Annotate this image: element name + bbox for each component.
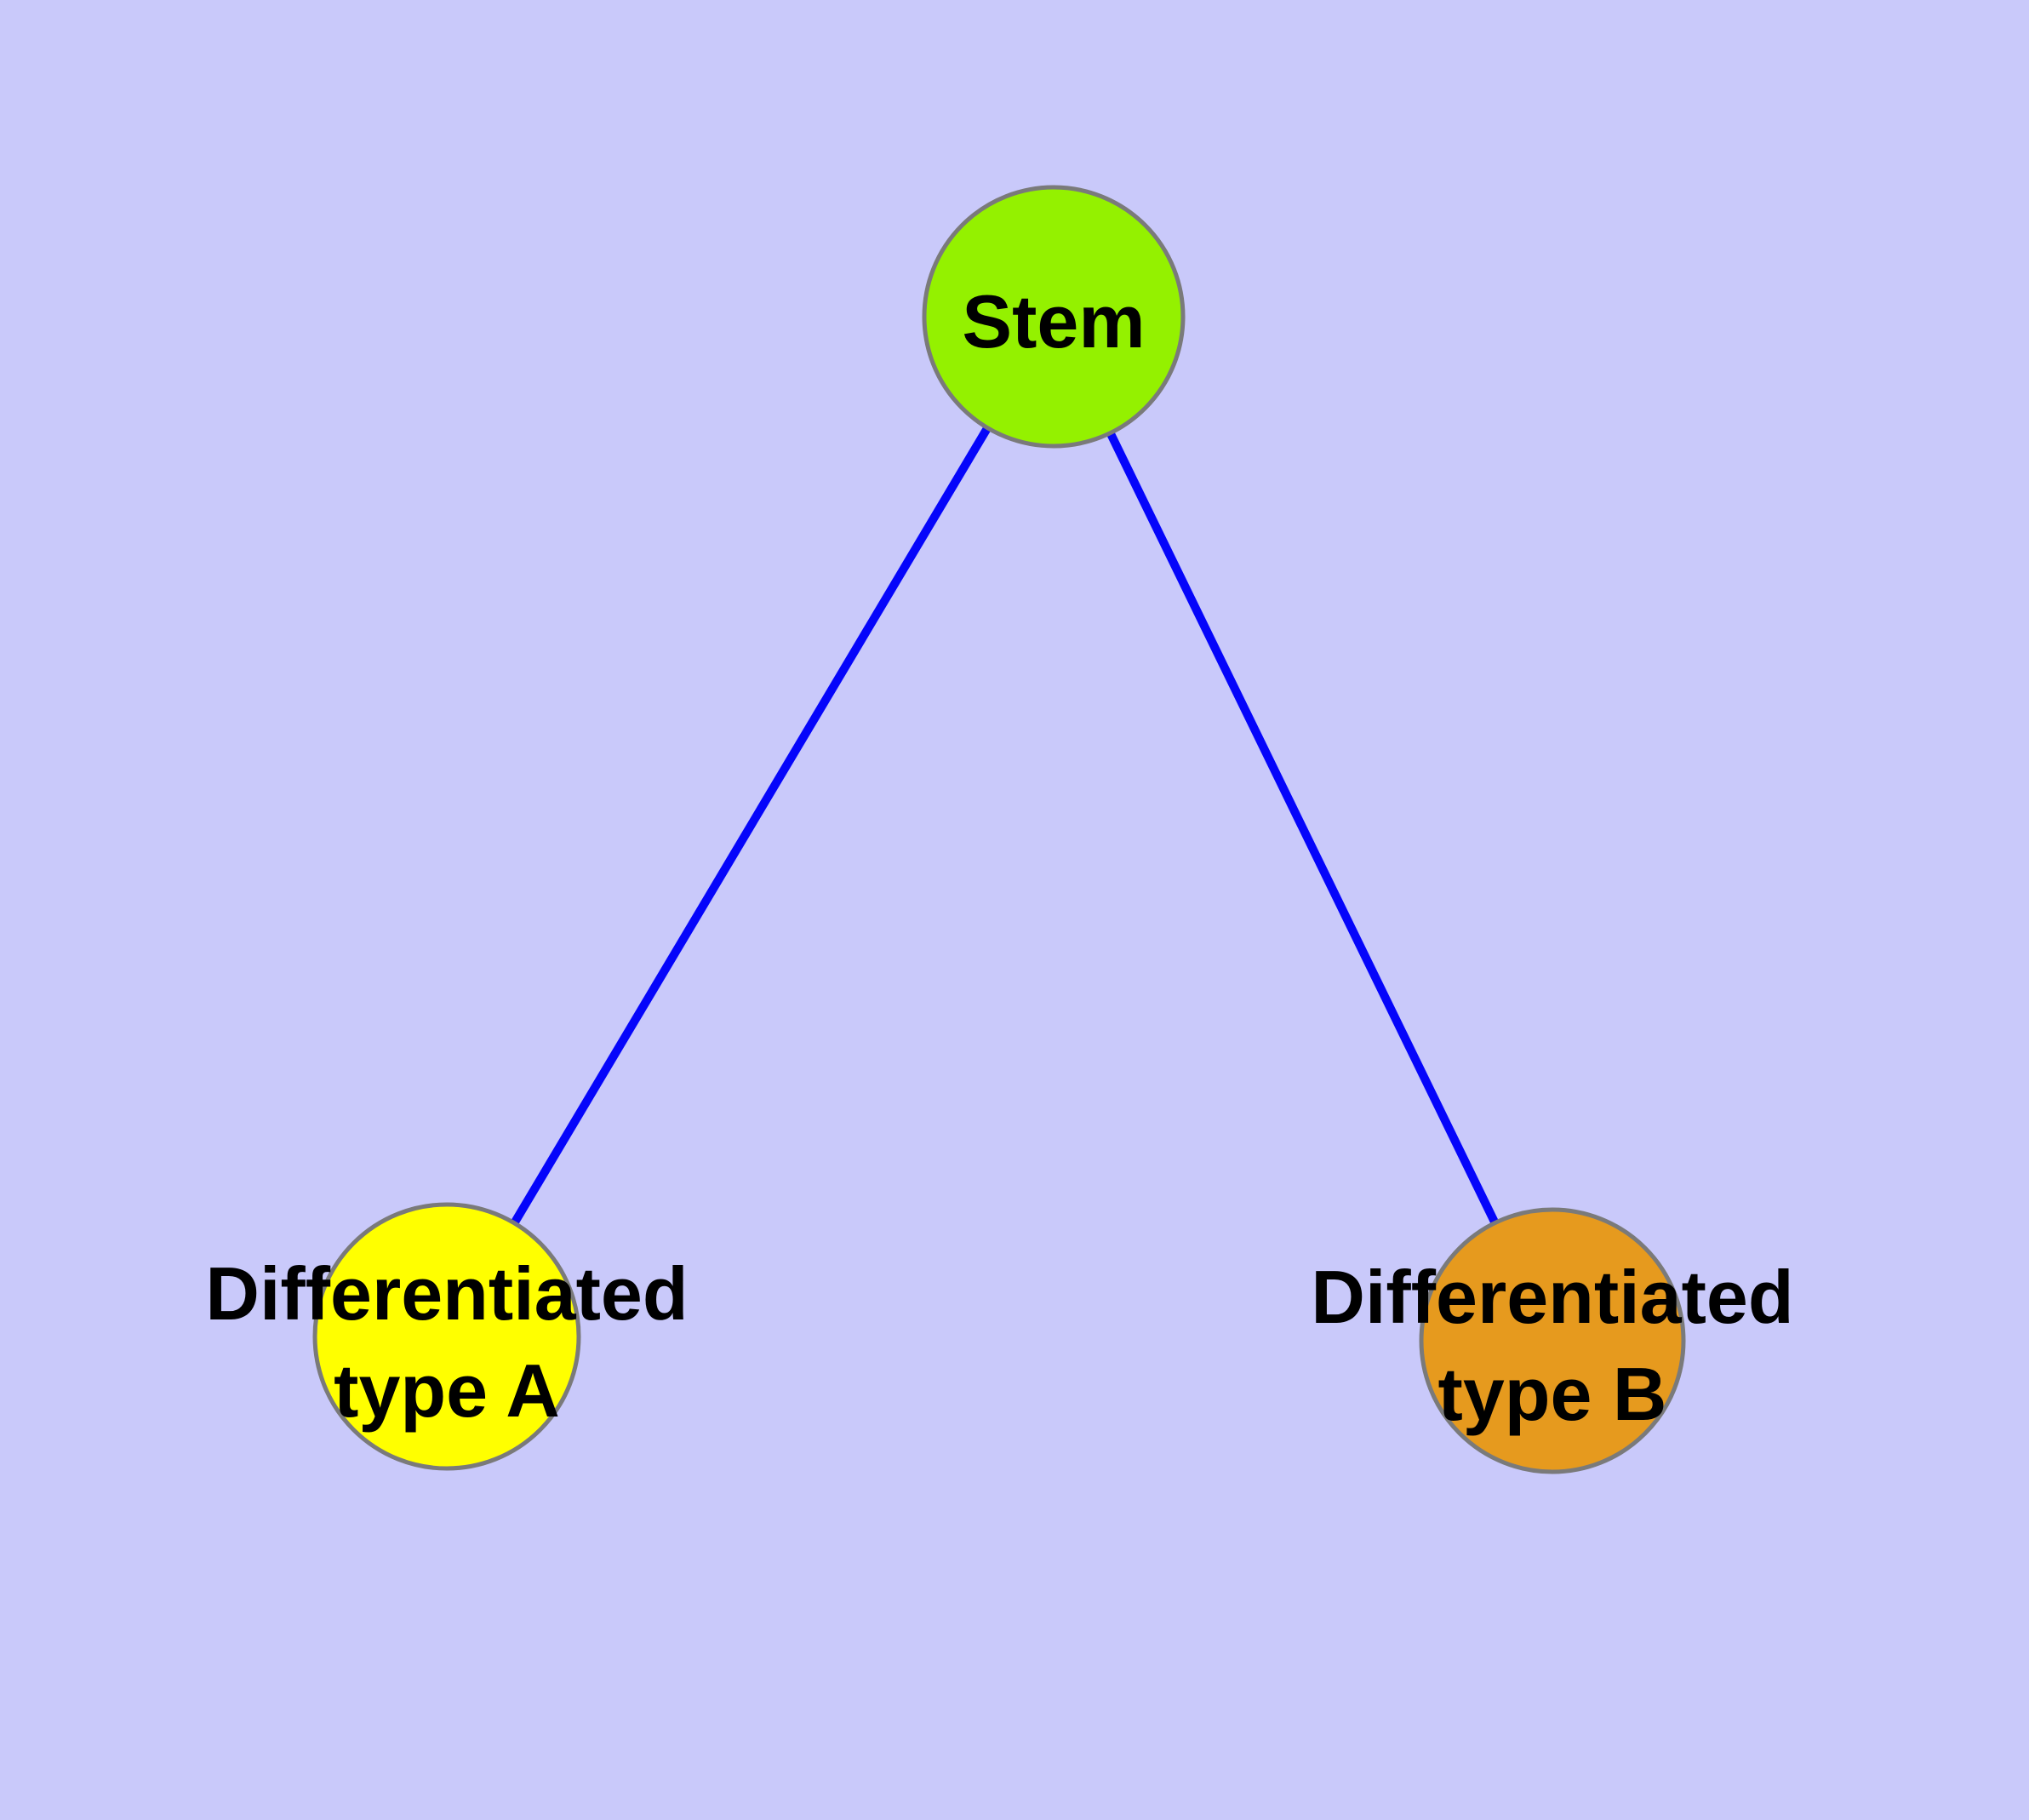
type-a-node-label-line1: Differentiated xyxy=(205,1251,688,1336)
stem-node-label: Stem xyxy=(962,279,1145,363)
type-a-node-circle xyxy=(312,1202,581,1471)
type-b-node-circle xyxy=(1419,1207,1686,1474)
type-a-node-label-line2: type A xyxy=(334,1348,560,1433)
stem-node-circle xyxy=(922,185,1186,449)
type-b-node-label-line2: type B xyxy=(1438,1352,1667,1436)
edge-stem-to-type-b xyxy=(1049,314,1557,1343)
edge-stem-to-type-a xyxy=(443,314,1058,1339)
type-b-node-label-line1: Differentiated xyxy=(1311,1255,1793,1339)
